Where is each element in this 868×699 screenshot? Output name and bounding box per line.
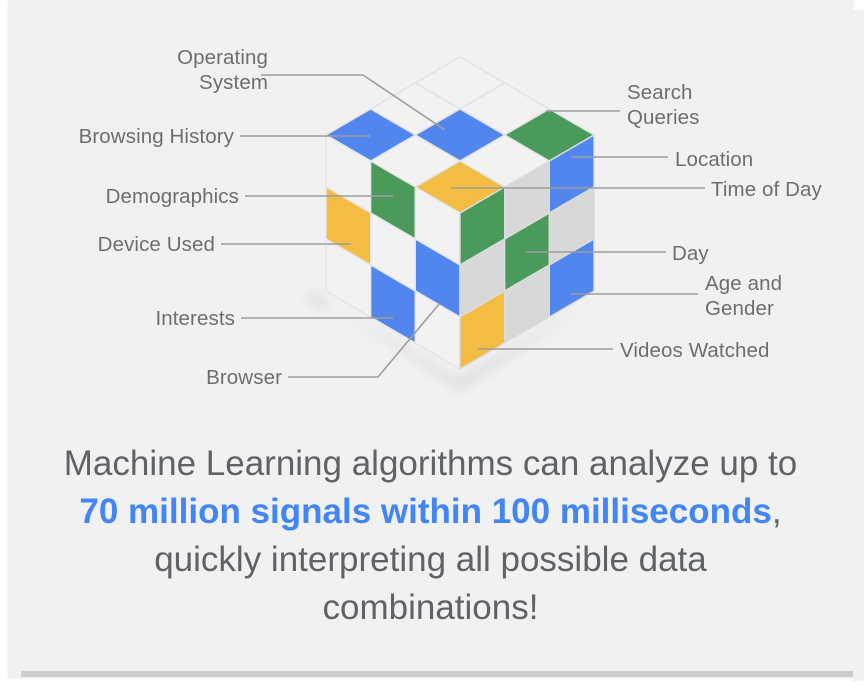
label-demographics: Demographics: [105, 185, 239, 208]
label-time-of-day: Time of Day: [711, 178, 822, 201]
caption-text: Machine Learning algorithms can analyze …: [48, 440, 813, 632]
label-browser: Browser: [206, 366, 282, 389]
label-interests: Interests: [155, 307, 235, 330]
ml-signals-diagram: Operating System Browsing History Demogr…: [8, 0, 853, 432]
scrollbar-track[interactable]: [853, 10, 864, 681]
leader-lines: [221, 74, 705, 378]
label-search-queries: Search Queries: [627, 81, 700, 129]
cube-illustration: [221, 56, 705, 392]
label-browsing-history: Browsing History: [78, 125, 234, 148]
caption-highlight: 70 million signals within 100 millisecon…: [79, 492, 772, 531]
caption-part1: Machine Learning algorithms can analyze …: [63, 444, 798, 483]
bottom-bar: [21, 671, 853, 677]
infographic-card: Operating System Browsing History Demogr…: [8, 0, 853, 677]
label-location: Location: [675, 148, 754, 171]
label-device-used: Device Used: [97, 233, 215, 256]
label-day: Day: [672, 242, 709, 265]
cube-face-left: [325, 133, 461, 371]
label-videos-watched: Videos Watched: [620, 339, 770, 362]
label-operating-system: Operating System: [177, 46, 268, 94]
label-age-and-gender: Age and Gender: [705, 272, 783, 320]
cube-shadow: [308, 290, 593, 392]
cube-face-top: [324, 56, 596, 214]
caption-part2: , quickly interpreting all possible data…: [154, 492, 782, 627]
